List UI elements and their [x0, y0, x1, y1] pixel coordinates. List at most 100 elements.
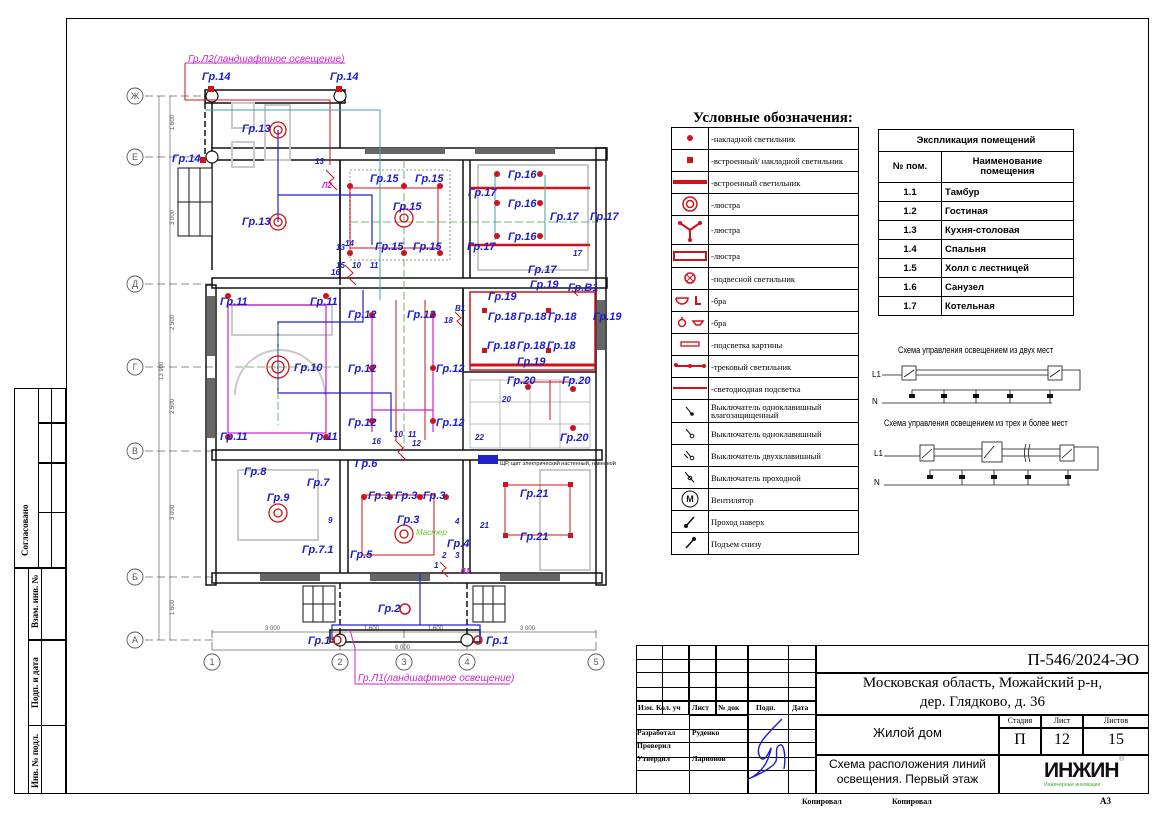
legend-row: -трековый светильник — [671, 355, 859, 378]
legend-label: Выключатель двухклавишный — [708, 444, 859, 467]
scheme-two-places: L1 N — [872, 365, 1081, 406]
switch-number: 12 — [412, 439, 421, 448]
legend-row: -встроенный светильник — [671, 171, 859, 194]
group-label: Гр.4 — [447, 538, 469, 550]
sheet-header: Лист — [1053, 716, 1071, 725]
surface-light-dots — [200, 86, 576, 538]
axis-row-label: А — [132, 635, 138, 645]
switch-number-landscape: Л1 — [459, 567, 470, 576]
stage-value: П — [1014, 731, 1026, 748]
legend-label: -бра — [708, 289, 859, 312]
group-label: Гр.16 — [508, 231, 537, 243]
axis-row-bubbles — [126, 87, 144, 649]
room-number: 1.4 — [878, 239, 942, 259]
group-label: Гр.18 — [547, 340, 576, 352]
copied-label-right: Копировал — [892, 797, 932, 806]
recessed-light-bar-icon — [673, 180, 707, 184]
room-number: 1.3 — [878, 220, 942, 240]
col-header-qty: Кол. уч — [656, 703, 681, 712]
group-label: Гр.21 — [520, 531, 549, 543]
dim-v-6: 1 600 — [170, 599, 176, 615]
group-label: Гр.7 — [307, 477, 330, 489]
group-label: Гр.11 — [310, 431, 338, 443]
legend-row: Выключатель одноклавишный влагозащищенны… — [671, 399, 859, 423]
dim-h-1: 3 000 — [265, 626, 281, 632]
group-label: Гр.3 — [397, 514, 419, 526]
legend-row: -бра — [671, 289, 859, 312]
group-label: Гр.18 — [518, 311, 547, 323]
axis-col-label: 3 — [401, 657, 406, 667]
group-label: Гр.19 — [488, 291, 517, 303]
side-stamp-row — [38, 423, 66, 463]
object-name: Жилой дом — [873, 725, 942, 740]
group-label: Гр.18 — [487, 340, 516, 352]
address-line-1: Московская область, Можайский р-н, — [862, 675, 1103, 691]
switch-labels: 13 13 14 15 10 11 16 В1 18 17 20 22 16 1… — [315, 157, 582, 576]
landscape-label-top: Гр.Л2(ландшафтное освещение) — [188, 53, 344, 65]
legend-label: -трековый светильник — [708, 355, 859, 378]
group-label: Гр.18 — [548, 311, 577, 323]
group-label: Гр.3 — [395, 490, 417, 502]
dim-v-3: 2 500 — [170, 314, 176, 330]
track-light-icon — [674, 363, 706, 368]
sheet-title-line-2: освещения. Первый этаж — [836, 772, 979, 786]
legend-label: Подъем снизу — [708, 532, 859, 555]
picture-light-icon — [680, 341, 700, 347]
group-label: Гр.2 — [378, 603, 400, 615]
switch-double-icon — [683, 450, 695, 461]
group-label: Гр.14 — [330, 71, 359, 83]
col-header-sheet: Лист — [692, 703, 709, 712]
switch-single-waterproof-icon — [685, 406, 694, 416]
pendant-light-icon — [332, 603, 483, 645]
switch-number: 16 — [331, 268, 340, 277]
group-label: Гр.13 — [242, 123, 271, 135]
side-stamp-inv-row2 — [28, 640, 66, 726]
axis-row-label: Г — [133, 362, 138, 372]
group-label: Гр.12 — [407, 309, 436, 321]
landscape-label-bottom: Гр.Л1(ландшафтное освещение) — [358, 672, 514, 684]
group-label: Гр.12 — [436, 363, 465, 375]
dim-h-3: 1 600 — [428, 626, 444, 632]
chandelier-rectangle-icon — [673, 250, 707, 261]
switch-passthrough-icon — [684, 471, 695, 483]
room-name: Тамбур — [941, 182, 1074, 202]
axis-col-label: 2 — [337, 657, 342, 667]
dim-v-1: 1 600 — [170, 114, 176, 130]
group-label: Гр.16 — [508, 169, 537, 181]
switch-number: 4 — [454, 517, 460, 526]
document-code: П-546/2024-ЭО — [1027, 650, 1139, 669]
group-label: Гр.20 — [507, 375, 536, 387]
switch-number-landscape: Л2 — [321, 181, 332, 190]
fan-motor-icon: M — [681, 490, 699, 508]
name-developed: Руденко — [692, 728, 720, 737]
furniture — [231, 102, 591, 571]
room-name: Котельная — [941, 296, 1074, 316]
wiring-magenta — [227, 304, 434, 434]
axis-row-label: В — [132, 446, 138, 456]
master-switch-label: Мастер — [416, 528, 447, 537]
legend-table: -накладной светильник -встроенный/ накла… — [671, 127, 859, 555]
group-labels: Гр.14 Гр.14 Гр.14 Гр.13 Гр.13 Гр.15 Гр.1… — [172, 71, 622, 647]
group-label: Гр.17 — [528, 264, 557, 276]
hall-staircase — [469, 379, 591, 449]
group-label: Гр.14 — [172, 153, 201, 165]
side-stamp-row — [38, 388, 66, 423]
group-label: Гр.3 — [423, 490, 445, 502]
group-label: Гр.18 — [517, 340, 546, 352]
axis-row-label: Б — [132, 572, 138, 582]
dim-h-2: 1 600 — [364, 626, 380, 632]
switch-number: 14 — [345, 239, 354, 248]
electrical-panel-label: ЩР, щит электрический настенный, навесно… — [500, 460, 616, 467]
wiring-red — [349, 186, 596, 556]
axis-col-bubbles — [203, 653, 605, 671]
group-label: Гр.16 — [508, 198, 537, 210]
legend-row: -бра — [671, 311, 859, 334]
axis-row-label: Ж — [131, 91, 140, 101]
legend-row: Выключатель проходной — [671, 466, 859, 489]
group-label: Гр.8 — [244, 466, 267, 478]
